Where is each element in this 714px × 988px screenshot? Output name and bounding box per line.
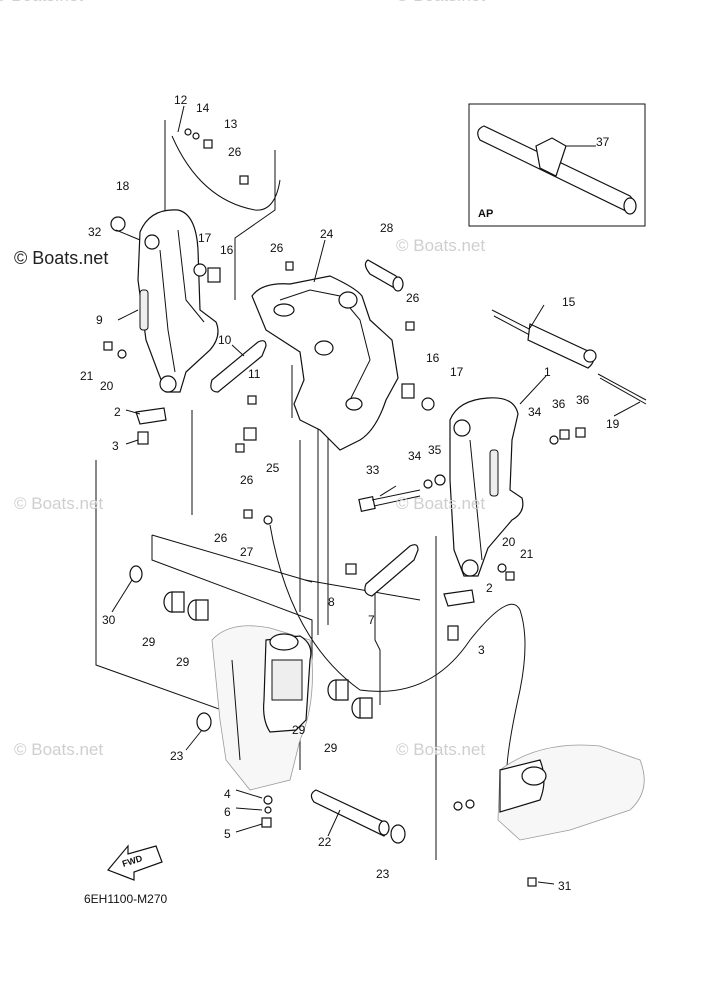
bolt-33 [358, 489, 421, 513]
callout-leaders [111, 105, 641, 885]
swivel-bracket-24 [251, 275, 399, 451]
fasteners [103, 128, 586, 887]
watermark: © Boats.net [14, 494, 104, 513]
plate-2-right [443, 589, 475, 607]
plate-10 [210, 340, 267, 393]
callout-10: 10 [218, 333, 232, 347]
callout-6: 6 [224, 805, 231, 819]
callout-29: 29 [292, 723, 306, 737]
callout-3: 3 [478, 643, 485, 657]
clamp-bracket-left-9 [137, 209, 219, 393]
callout-28: 28 [380, 221, 394, 235]
callout-1: 1 [544, 365, 551, 379]
callout-24: 24 [320, 227, 334, 241]
callout-26: 26 [406, 291, 420, 305]
callout-26: 26 [270, 241, 284, 255]
callout-31: 31 [558, 879, 572, 893]
tilt-cylinder-assembly [211, 625, 313, 791]
cable-lower [269, 524, 526, 791]
callout-16: 16 [426, 351, 440, 365]
watermark: © Boats.net [396, 740, 486, 759]
callout-29: 29 [176, 655, 190, 669]
callout-9: 9 [96, 313, 103, 327]
plate-2-left [135, 407, 167, 425]
callout-20: 20 [502, 535, 516, 549]
fwd-arrow [107, 844, 163, 881]
callout-36: 36 [576, 393, 590, 407]
callout-29: 29 [142, 635, 156, 649]
callout-23: 23 [170, 749, 184, 763]
callout-4: 4 [224, 787, 231, 801]
callout-17: 17 [198, 231, 212, 245]
callout-26: 26 [214, 531, 228, 545]
callout-34: 34 [528, 405, 542, 419]
callout-34: 34 [408, 449, 422, 463]
watermark-primary: © Boats.net [14, 248, 109, 268]
callout-12: 12 [174, 93, 188, 107]
callout-27: 27 [240, 545, 254, 559]
callout-21: 21 [80, 369, 94, 383]
callout-3: 3 [112, 439, 119, 453]
callout-33: 33 [366, 463, 380, 477]
inset-part-callout: 37 [596, 135, 610, 149]
callout-7: 7 [368, 613, 375, 627]
callout-35: 35 [428, 443, 442, 457]
callout-2: 2 [114, 405, 121, 419]
callout-15: 15 [562, 295, 576, 309]
callout-16: 16 [220, 243, 234, 257]
bushings [129, 565, 406, 844]
shaft-22 [310, 789, 390, 837]
callout-17: 17 [450, 365, 464, 379]
clamp-bracket-right-1 [449, 397, 524, 577]
callout-23: 23 [376, 867, 390, 881]
callout-36: 36 [552, 397, 566, 411]
watermark: © Boats.net [396, 0, 485, 6]
callout-13: 13 [224, 117, 238, 131]
grease-nipple-tube-37 [477, 125, 637, 215]
watermark: © Boats.net [0, 0, 83, 6]
watermark: © Boats.net [14, 740, 104, 759]
callout-26: 26 [240, 473, 254, 487]
inset-label: AP [478, 208, 494, 220]
cable-upper [171, 135, 281, 211]
callout-2: 2 [486, 581, 493, 595]
rod-19 [597, 373, 647, 401]
callout-19: 19 [606, 417, 620, 431]
callout-32: 32 [88, 225, 102, 239]
callout-18: 18 [116, 179, 130, 193]
callout-22: 22 [318, 835, 332, 849]
diagram-code: 6EH1100-M270 [84, 892, 168, 906]
callout-14: 14 [196, 101, 210, 115]
callout-8: 8 [328, 595, 335, 609]
lower-mount-bracket [497, 744, 645, 841]
callout-29: 29 [324, 741, 338, 755]
callout-25: 25 [266, 461, 280, 475]
callout-11: 11 [248, 367, 261, 381]
callout-21: 21 [520, 547, 534, 561]
pin-28 [364, 259, 404, 292]
inset-box [468, 103, 646, 227]
tilt-shaft-15 [491, 309, 597, 369]
callout-5: 5 [224, 827, 231, 841]
callout-26: 26 [228, 145, 242, 159]
callout-30: 30 [102, 613, 116, 627]
watermark: © Boats.net [396, 236, 486, 255]
callout-20: 20 [100, 379, 114, 393]
plate-7 [364, 544, 419, 597]
watermark: © Boats.net [396, 494, 486, 513]
